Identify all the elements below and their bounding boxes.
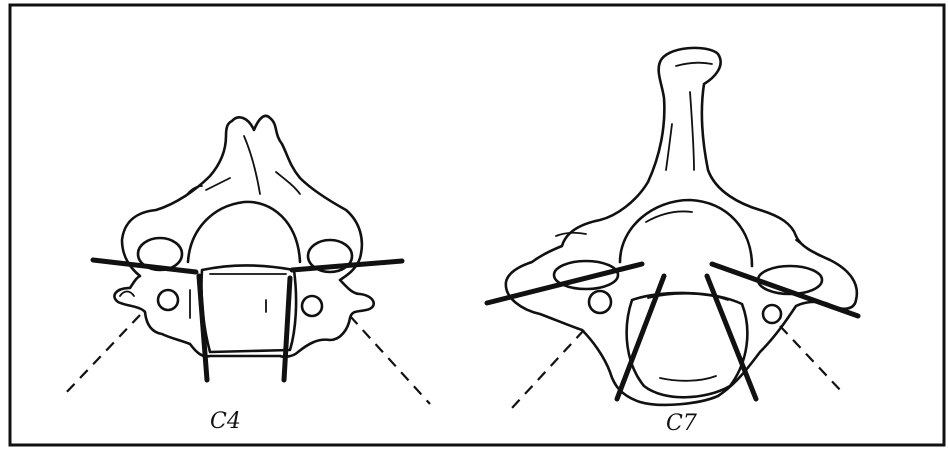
c7-right-dashed-guide xyxy=(780,326,842,392)
c4-right-pedicle-screw xyxy=(284,278,290,380)
c4-right-dashed-guide xyxy=(350,316,430,404)
c7-detail xyxy=(690,92,694,170)
c7-right-foramen xyxy=(763,305,781,323)
c4-detail xyxy=(206,178,230,190)
c4-left-dashed-guide xyxy=(62,315,140,397)
c4-detail xyxy=(244,136,260,194)
c7-right-lateral-screw xyxy=(712,264,858,316)
c7-detail xyxy=(660,376,716,381)
c4-vertebra: C4 xyxy=(62,116,430,434)
c7-vertebra: C7 xyxy=(487,48,858,436)
c7-spinous-process xyxy=(506,48,857,405)
figure-frame xyxy=(10,5,944,445)
c7-left-lateral-screw xyxy=(487,264,642,303)
c4-right-foramen xyxy=(302,296,322,316)
c7-spinal-canal xyxy=(620,200,752,266)
c7-right-pedicle-screw xyxy=(707,276,756,399)
c4-left-foramen xyxy=(158,290,178,310)
c7-detail xyxy=(666,124,672,170)
c7-detail xyxy=(676,63,712,66)
c7-left-foramen xyxy=(589,291,611,313)
c4-spinal-canal xyxy=(188,202,300,262)
c4-detail xyxy=(120,292,134,297)
c7-detail xyxy=(646,211,692,222)
c4-outline xyxy=(114,116,373,357)
c7-left-dashed-guide xyxy=(512,330,584,408)
c4-label: C4 xyxy=(210,409,241,434)
c7-detail xyxy=(796,240,820,256)
c7-detail xyxy=(556,233,586,236)
c4-vertebral-body xyxy=(201,266,296,353)
c7-label: C7 xyxy=(666,411,697,436)
